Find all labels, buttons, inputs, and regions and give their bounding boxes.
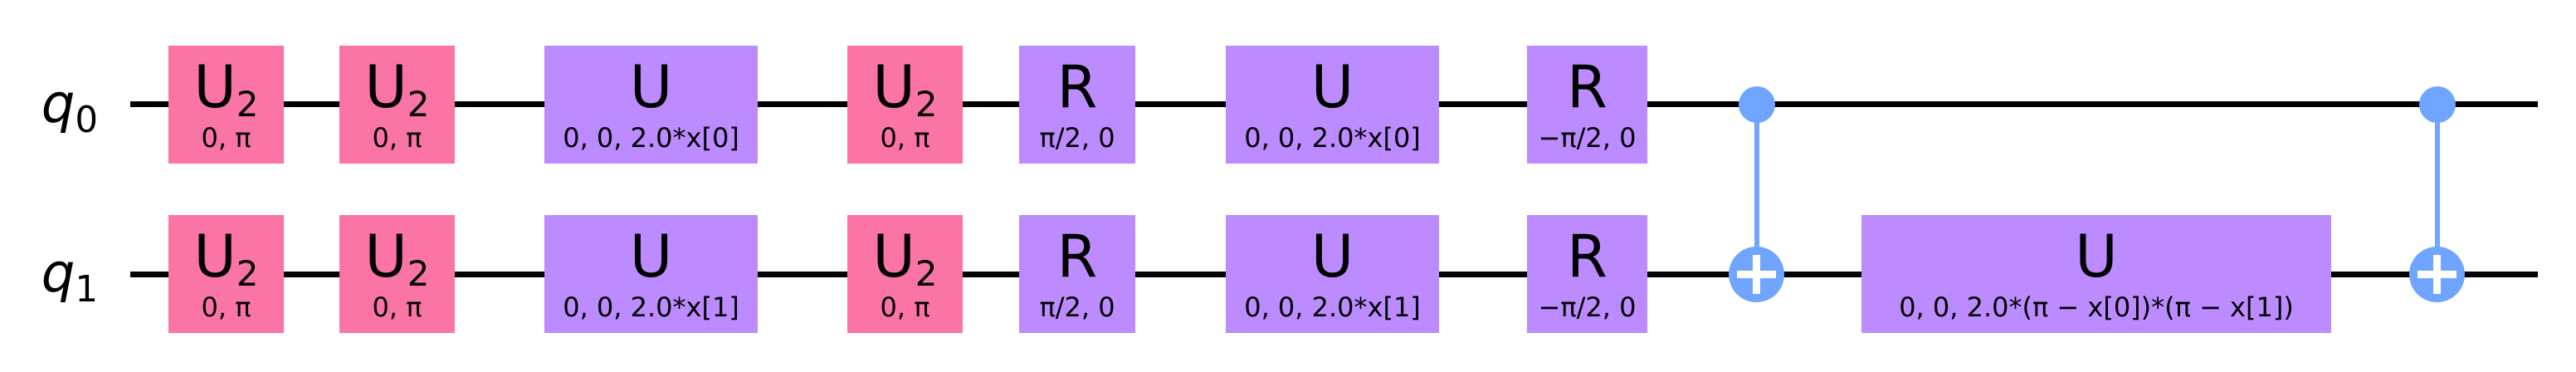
gate-r-q1-col5: R π/2, 0 [1019,215,1135,333]
cx2-control-dot [2419,86,2456,123]
gate-label: U2 [872,223,938,294]
gate-label: U2 [193,223,259,294]
gate-params: −π/2, 0 [1538,122,1637,154]
gate-label: R [1567,223,1608,291]
qubit-label-q1: q1 [0,215,98,333]
gate-params: 0, π [201,291,251,323]
cx2-connector-line [2435,105,2440,275]
gate-params: 0, 0, 2.0*x[0] [1244,122,1421,154]
gate-u-q1-col3: U 0, 0, 2.0*x[1] [544,215,758,333]
gate-params: π/2, 0 [1039,122,1115,154]
gate-label: U2 [364,223,430,294]
gate-r-q0-col5: R π/2, 0 [1019,46,1135,164]
qubit-label-q0: q0 [0,46,98,164]
gate-params: 0, 0, 2.0*(π − x[0])*(π − x[1]) [1899,291,2294,323]
qubit-label-text: q [41,74,76,135]
gate-params: π/2, 0 [1039,291,1115,323]
gate-u-q0-col6: U 0, 0, 2.0*x[0] [1226,46,1439,164]
gate-params: 0, π [372,291,422,323]
gate-label: U2 [872,53,938,125]
gate-params: 0, π [372,122,422,154]
gate-u2-q1-col4: U2 0, π [847,215,963,333]
gate-label: U [1310,53,1354,121]
cx1-target-plus-icon [1729,247,1784,302]
gate-r-q1-col7: R −π/2, 0 [1527,215,1647,333]
gate-label: U [1310,223,1354,291]
gate-params: 0, 0, 2.0*x[1] [563,291,739,323]
qubit-label-subscript: 0 [75,100,98,142]
gate-u-q0-col3: U 0, 0, 2.0*x[0] [544,46,758,164]
gate-u2-q1-col1: U2 0, π [168,215,284,333]
gate-u2-q0-col4: U2 0, π [847,46,963,164]
gate-label: U [629,223,673,291]
gate-params: 0, π [880,122,930,154]
gate-u-q1-col6: U 0, 0, 2.0*x[1] [1226,215,1439,333]
gate-label: R [1056,53,1098,121]
cx1-connector-line [1754,105,1759,275]
gate-label: R [1056,223,1098,291]
qubit-label-subscript: 1 [75,269,98,311]
gate-params: 0, 0, 2.0*x[1] [1244,291,1421,323]
gate-params: 0, π [880,291,930,323]
gate-label: U2 [364,53,430,125]
gate-label: U [2075,223,2118,291]
cx1-control-dot [1739,86,1775,123]
gate-label: U2 [193,53,259,125]
gate-u-q1-wide: U 0, 0, 2.0*(π − x[0])*(π − x[1]) [1861,215,2331,333]
gate-r-q0-col7: R −π/2, 0 [1527,46,1647,164]
gate-u2-q0-col2: U2 0, π [339,46,455,164]
gate-label: R [1567,53,1608,121]
gate-u2-q0-col1: U2 0, π [168,46,284,164]
cx2-target-plus-icon [2409,247,2465,302]
qubit-label-text: q [41,243,76,305]
gate-u2-q1-col2: U2 0, π [339,215,455,333]
gate-params: 0, π [201,122,251,154]
gate-params: −π/2, 0 [1538,291,1637,323]
gate-label: U [629,53,673,121]
gate-params: 0, 0, 2.0*x[0] [563,122,739,154]
